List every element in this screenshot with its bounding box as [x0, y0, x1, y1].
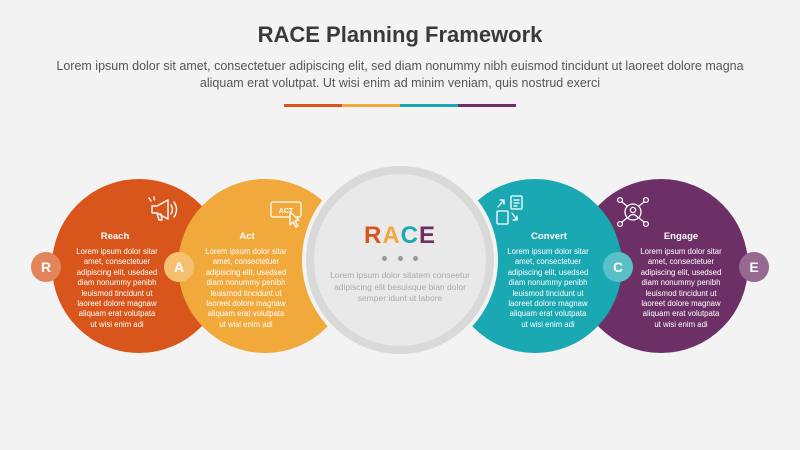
- act-text: Lorem ipsum dolor sitar amet, consectetu…: [205, 247, 287, 329]
- divider-segment-act: [342, 104, 400, 107]
- badge-r: R: [31, 252, 61, 282]
- convert-heading: Convert: [531, 231, 567, 242]
- convert-text: Lorem ipsum dolor sitar amet, consectetu…: [507, 247, 589, 329]
- center-letter-a: A: [382, 222, 401, 249]
- page-subtitle: Lorem ipsum dolor sit amet, consectetuer…: [56, 59, 744, 90]
- reach-text: Lorem ipsum dolor sitar amet, consectetu…: [76, 247, 158, 329]
- dot: [413, 256, 418, 261]
- center-letter-r: R: [363, 222, 383, 249]
- divider-segment-engage: [458, 104, 516, 107]
- center-letter-c: C: [400, 222, 419, 249]
- divider-segment-reach: [284, 104, 342, 107]
- color-divider-bar: [284, 104, 516, 107]
- divider-segment-convert: [400, 104, 458, 107]
- badge-c: C: [603, 252, 633, 282]
- center-text: Lorem ipsum dolor sitatem conseetur adip…: [330, 270, 470, 303]
- page-title: RACE Planning Framework: [257, 22, 543, 47]
- center-dots: [382, 256, 418, 261]
- dot: [382, 256, 387, 261]
- act-heading: Act: [239, 231, 255, 242]
- badge-e: E: [739, 252, 769, 282]
- center-letter-e: E: [419, 222, 437, 249]
- network-user-icon: [616, 196, 650, 228]
- reach-heading: Reach: [100, 231, 130, 242]
- engage-heading: Engage: [663, 231, 699, 242]
- engage-text: Lorem ipsum dolor sitar amet, consectetu…: [640, 247, 722, 329]
- center-race-word: RACE: [330, 222, 470, 250]
- badge-a: A: [164, 252, 194, 282]
- act-click-icon: ACT: [270, 201, 302, 228]
- megaphone-icon: [148, 196, 178, 221]
- dot: [397, 256, 403, 261]
- convert-docs-icon: [496, 195, 523, 225]
- svg-text:ACT: ACT: [279, 208, 294, 215]
